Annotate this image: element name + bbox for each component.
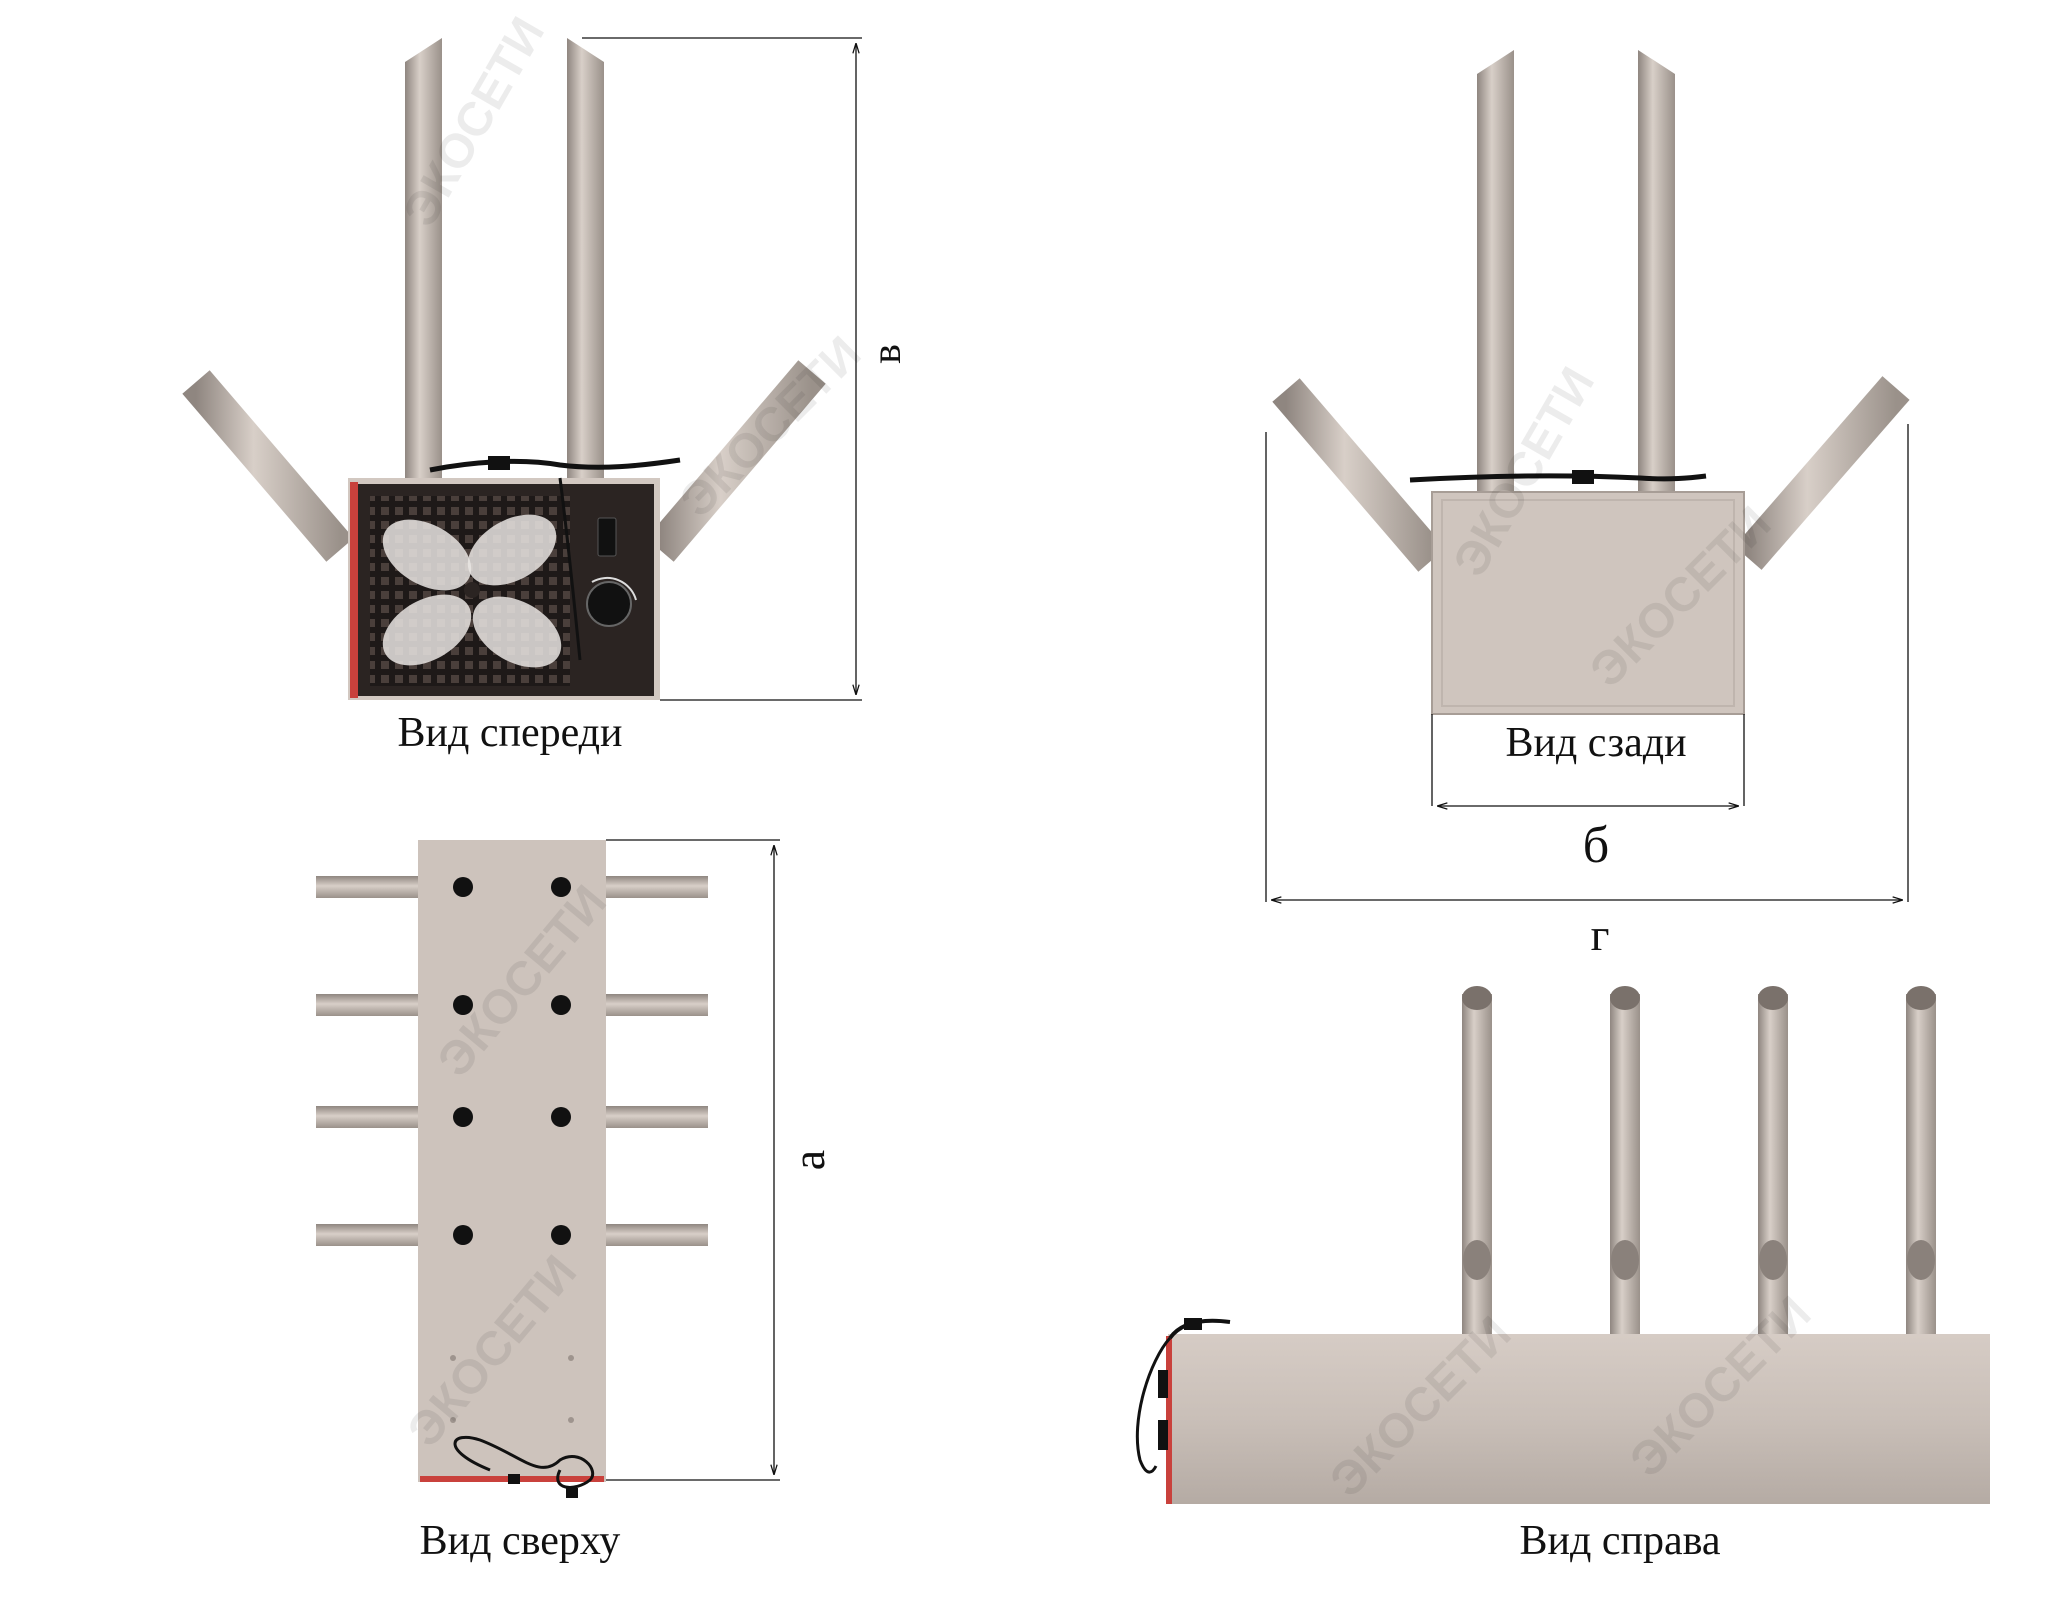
dimension-a-label: а — [783, 1150, 834, 1170]
right-housing — [1168, 1334, 1990, 1504]
back-view — [1272, 50, 1910, 715]
dimension-b-label: б — [1583, 817, 1609, 874]
front-red-trim — [350, 482, 358, 698]
front-cable-drop — [558, 477, 582, 661]
back-left-diagonal-pipe — [1272, 378, 1446, 572]
dimension-b: б — [1431, 714, 1745, 874]
top-side-pipes — [316, 876, 708, 1246]
front-power-cable — [429, 457, 681, 473]
dimension-a: а — [606, 839, 834, 1481]
top-pipe-openings — [453, 877, 571, 1245]
back-view-caption: Вид сзади — [1505, 720, 1686, 766]
right-power-cable — [1135, 1336, 1172, 1474]
front-right-vertical-pipe — [567, 38, 604, 480]
top-view-caption: Вид сверху — [420, 1518, 621, 1564]
top-view — [316, 840, 708, 1498]
fan-icon — [382, 514, 562, 668]
front-right-diagonal-pipe — [646, 360, 826, 562]
right-vertical-pipes — [1462, 986, 1936, 1334]
back-power-cable — [1409, 473, 1707, 483]
back-right-vertical-pipe — [1638, 50, 1675, 496]
dimension-v: в — [582, 37, 910, 701]
front-left-vertical-pipe — [405, 38, 442, 480]
right-view-caption: Вид справа — [1519, 1518, 1720, 1564]
power-switch — [597, 517, 617, 557]
watermark: ЭКОСЕТИ — [670, 327, 871, 528]
front-view — [182, 38, 826, 700]
dimension-g-label: г — [1591, 909, 1610, 960]
top-housing — [418, 840, 606, 1482]
front-view-caption: Вид спереди — [397, 710, 622, 756]
right-view — [1135, 986, 1990, 1504]
back-housing — [1431, 491, 1745, 715]
right-red-trim — [1166, 1336, 1172, 1504]
front-left-diagonal-pipe — [182, 370, 354, 562]
dimension-g: г — [1265, 424, 1909, 960]
back-right-diagonal-pipe — [1734, 376, 1910, 570]
back-left-vertical-pipe — [1477, 50, 1514, 496]
top-power-cable — [453, 1435, 595, 1489]
dimension-v-label: в — [864, 344, 910, 364]
timer-knob — [586, 581, 632, 627]
